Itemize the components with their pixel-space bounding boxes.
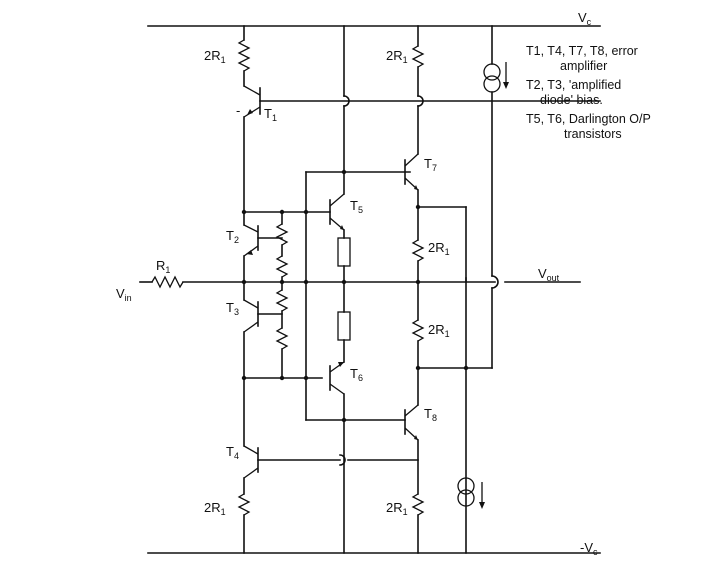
legend-line-3: T2, T3, 'amplified [526, 78, 622, 92]
resistor-top-left [237, 39, 251, 72]
t6-label: T6 [350, 366, 363, 383]
transistor-t3 [243, 299, 283, 333]
transistor-t7 [404, 153, 419, 191]
t7-label: T7 [424, 156, 437, 173]
legend-line-4: diode' bias. [540, 93, 603, 107]
r-mid-lower-label: 2R1 [428, 322, 450, 339]
resistor-mid-lower [411, 319, 425, 342]
transistor-t6 [329, 361, 345, 554]
legend-line-1: T1, T4, T7, T8, error [526, 44, 638, 58]
r-mid-upper-label: 2R1 [428, 240, 450, 257]
input-resistor [151, 275, 184, 289]
vout-label: Vout [538, 266, 560, 283]
transistor-t4 [243, 445, 419, 479]
emitter-resistor-upper [337, 237, 351, 267]
svg-text:-: - [236, 103, 240, 118]
legend-line-2: amplifier [560, 59, 608, 73]
positive-rail-label: Vc [578, 10, 592, 27]
transistor-t8 [404, 404, 419, 441]
transistor-t5 [329, 171, 345, 239]
input-resistor-label: R1 [156, 258, 170, 275]
legend-line-6: transistors [564, 127, 622, 141]
legend-line-5: T5, T6, Darlington O/P [526, 112, 651, 126]
legend: T1, T4, T7, T8, error amplifier T2, T3, … [526, 44, 706, 142]
transistor-t2 [243, 224, 283, 257]
r-bottom-right-label: 2R1 [386, 500, 408, 517]
negative-rail-label: -Vc [580, 540, 598, 557]
resistor-top-right [411, 45, 425, 68]
r-bottom-left-label: 2R1 [204, 500, 226, 517]
current-source-top [483, 62, 509, 93]
t3-label: T3 [226, 300, 239, 317]
t4-label: T4 [226, 444, 239, 461]
resistor-bottom-left [237, 493, 251, 516]
emitter-resistor-lower [337, 311, 351, 341]
junction-dots [241, 169, 469, 423]
r-top-right-label: 2R1 [386, 48, 408, 65]
transistor-t1: - [236, 85, 601, 118]
t1-label: T1 [264, 106, 277, 123]
t8-label: T8 [424, 406, 437, 423]
current-source-bottom [457, 477, 485, 509]
resistor-mid-upper [411, 239, 425, 262]
resistor-bottom-right [411, 493, 425, 516]
t5-label: T5 [350, 198, 363, 215]
vin-label: Vin [116, 286, 132, 303]
t2-label: T2 [226, 228, 239, 245]
r-top-left-label: 2R1 [204, 48, 226, 65]
